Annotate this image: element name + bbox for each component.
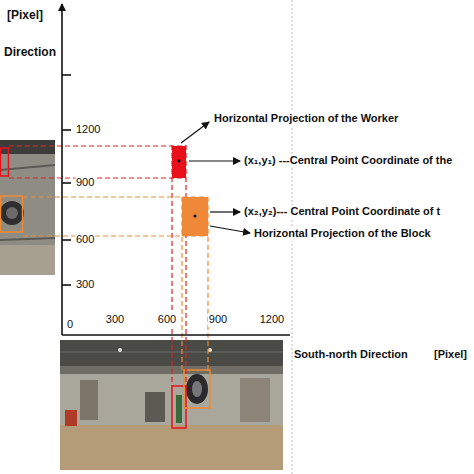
axis-unit: [Pixel] xyxy=(6,8,44,22)
worker-projection xyxy=(172,146,186,178)
callout-label: Horizontal Projection of the Block xyxy=(253,227,432,240)
callout-label: Horizontal Projection of the Worker xyxy=(213,112,399,125)
block-projection xyxy=(182,197,208,236)
projection-lines xyxy=(9,145,208,386)
tick-label: 600 xyxy=(157,313,177,326)
tick-label: 1200 xyxy=(75,123,101,136)
center-point xyxy=(177,159,180,162)
tick-label: 0 xyxy=(66,318,74,331)
tick-label: 1200 xyxy=(259,313,285,326)
axis-unit: [Pixel] xyxy=(433,348,468,361)
leader-arrow xyxy=(181,122,250,233)
tick-label: 300 xyxy=(105,313,125,326)
axis-title: Direction xyxy=(3,45,57,59)
top-view-photo xyxy=(0,140,55,275)
tick-label: 900 xyxy=(75,176,95,189)
callout-label: (x₂,y₂)--- Central Point Coordinate of t xyxy=(243,205,441,218)
callout-label: (x₁,y₁) ---Central Point Coordinate of t… xyxy=(243,154,453,167)
axis xyxy=(62,4,290,335)
tick-label: 600 xyxy=(75,233,95,246)
tick-label: 900 xyxy=(208,313,228,326)
center-point xyxy=(193,214,196,217)
tick-label: 300 xyxy=(75,278,95,291)
axis-title: South-north Direction xyxy=(293,348,409,361)
side-view-photo xyxy=(60,340,283,470)
